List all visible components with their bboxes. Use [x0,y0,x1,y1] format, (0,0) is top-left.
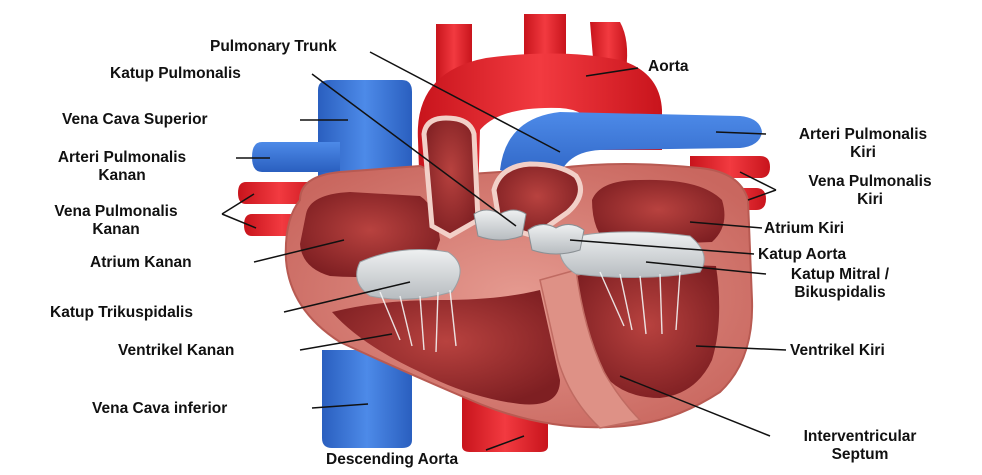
label-katup-trikuspidalis: Katup Trikuspidalis [50,304,193,322]
label-vena-pulmonalis-kiri-line2: Kiri [776,191,964,209]
label-aorta: Aorta [648,58,688,76]
label-arteri-pulmonalis-kiri-line1: Arteri Pulmonalis [766,126,960,144]
label-vena-pulmonalis-kiri: Vena Pulmonalis Kiri [776,173,964,209]
label-vena-pulmonalis-kanan: Vena Pulmonalis Kanan [18,203,214,239]
label-katup-aorta: Katup Aorta [758,246,846,264]
label-arteri-pulmonalis-kanan-line1: Arteri Pulmonalis [14,149,230,167]
label-atrium-kanan: Atrium Kanan [90,254,192,272]
label-katup-pulmonalis: Katup Pulmonalis [110,65,241,83]
label-atrium-kiri: Atrium Kiri [764,220,844,238]
label-vena-cava-superior: Vena Cava Superior [62,111,208,129]
label-pulmonary-trunk: Pulmonary Trunk [210,38,337,56]
label-vena-pulmonalis-kiri-line1: Vena Pulmonalis [776,173,964,191]
label-interventricular-septum-line1: Interventricular [770,428,950,446]
label-vena-pulmonalis-kanan-line1: Vena Pulmonalis [18,203,214,221]
label-vena-pulmonalis-kanan-line2: Kanan [18,221,214,239]
label-descending-aorta: Descending Aorta [326,451,458,469]
label-ventrikel-kiri: Ventrikel Kiri [790,342,885,360]
label-arteri-pulmonalis-kanan: Arteri Pulmonalis Kanan [14,149,230,185]
right-pulmonary-artery [252,142,340,172]
label-arteri-pulmonalis-kiri: Arteri Pulmonalis Kiri [766,126,960,162]
label-interventricular-septum: Interventricular Septum [770,428,950,464]
label-vena-cava-inferior: Vena Cava inferior [92,400,227,418]
label-katup-mitral-line2: Bikuspidalis [764,284,916,302]
label-arteri-pulmonalis-kiri-line2: Kiri [766,144,960,162]
label-katup-mitral-line1: Katup Mitral / [764,266,916,284]
label-ventrikel-kanan: Ventrikel Kanan [118,342,234,360]
label-interventricular-septum-line2: Septum [770,446,950,464]
label-arteri-pulmonalis-kanan-line2: Kanan [14,167,230,185]
aortic-valve-shape [528,224,584,254]
label-katup-mitral: Katup Mitral / Bikuspidalis [764,266,916,302]
